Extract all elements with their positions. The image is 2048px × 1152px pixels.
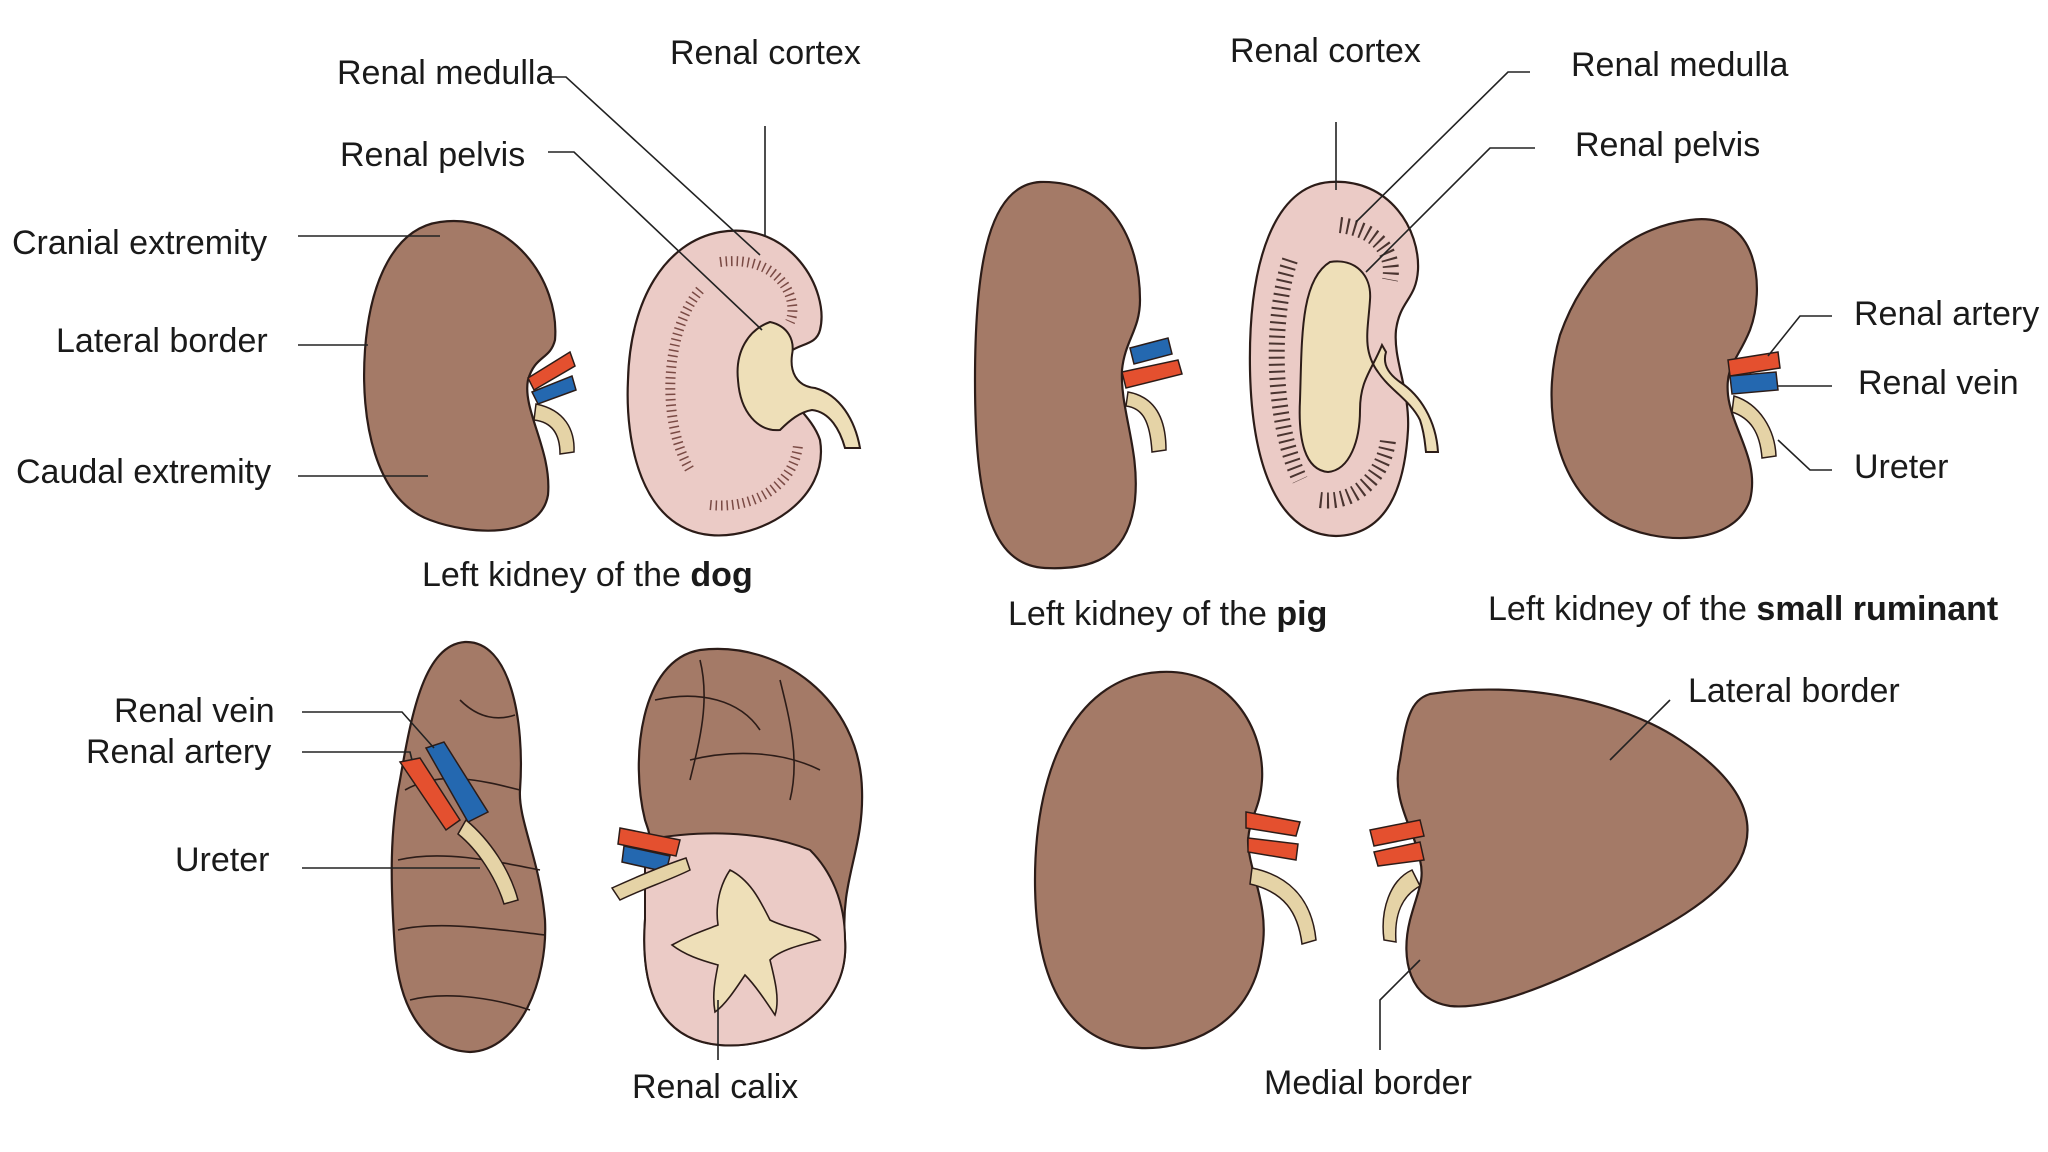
dog-label-renal-cortex: Renal cortex [670, 34, 861, 72]
dog-caption-prefix: Left kidney of the [422, 556, 690, 594]
ox-ureter [457, 818, 519, 905]
pig-label-renal-pelvis: Renal pelvis [1575, 126, 1760, 164]
dog-kidney-exterior [363, 219, 577, 532]
horse-right-kidney-body [1396, 688, 1749, 1008]
pig-label-renal-medulla: Renal medulla [1571, 46, 1788, 84]
dog-label-cranial-extremity: Cranial extremity [12, 224, 267, 262]
ox-kidney-exterior [390, 640, 547, 1054]
ox-kidney-body-exterior [390, 640, 547, 1054]
ox-renal-calices [670, 868, 822, 1017]
pig-renal-vein [1129, 337, 1173, 365]
pig-ureter [1125, 391, 1167, 453]
horse-left-kidney-body [1033, 670, 1265, 1050]
ox-section-artery [617, 827, 681, 857]
small-ruminant-label-renal-artery: Renal artery [1854, 295, 2039, 333]
pig-kidney-body [973, 180, 1142, 570]
horse-right-renal-vessels [1369, 819, 1425, 867]
pig-kidney-section [1248, 180, 1440, 538]
horse-left-kidney [1033, 670, 1317, 1050]
pig-caption-species: pig [1276, 595, 1327, 633]
small-ruminant-renal-vein [1729, 371, 1779, 395]
dog-medulla-stripes [665, 256, 803, 511]
pig-renal-pelvis [1298, 260, 1440, 474]
dog-label-renal-pelvis: Renal pelvis [340, 136, 525, 174]
ox-label-renal-vein: Renal vein [114, 692, 275, 730]
small-ruminant-ureter [1731, 395, 1777, 459]
small-ruminant-artery-leader [1767, 315, 1832, 357]
dog-pelvis-leader [548, 151, 763, 331]
horse-left-renal-vessels [1245, 811, 1301, 861]
horse-label-medial-border: Medial border [1264, 1064, 1472, 1102]
ox-vein-leader [302, 711, 435, 749]
small-ruminant-label-renal-vein: Renal vein [1858, 364, 2019, 402]
dog-kidney-body [363, 219, 557, 532]
ox-lobe-lines [654, 659, 821, 801]
small-ruminant-kidney [1550, 218, 1781, 540]
dog-kidney-section [626, 229, 862, 537]
dog-label-caudal-extremity: Caudal extremity [16, 453, 271, 491]
pig-pelvis-leader [1365, 147, 1535, 273]
dog-renal-vein [530, 374, 577, 405]
dog-label-lateral-border: Lateral border [56, 322, 268, 360]
dog-caption-species: dog [690, 556, 752, 594]
pig-caption-prefix: Left kidney of the [1008, 595, 1276, 633]
ox-label-ureter: Ureter [175, 841, 269, 879]
dog-medulla-leader [548, 76, 761, 256]
ox-kidney-section [610, 647, 864, 1047]
pig-medulla-leader [1355, 71, 1530, 223]
horse-medial-leader [1379, 959, 1421, 1050]
pig-renal-artery [1121, 359, 1183, 389]
ox-section-ureter [610, 857, 691, 901]
dog-cortex [626, 229, 823, 537]
horse-right-ureter [1382, 869, 1421, 943]
small-ruminant-kidney-body [1550, 218, 1759, 540]
ox-renal-artery [398, 757, 462, 832]
small-ruminant-caption-prefix: Left kidney of the [1488, 590, 1756, 628]
ox-label-renal-artery: Renal artery [86, 733, 271, 771]
small-ruminant-ureter-leader [1777, 439, 1832, 471]
dog-renal-pelvis [736, 320, 862, 449]
horse-right-kidney [1369, 688, 1749, 1008]
small-ruminant-label-ureter: Ureter [1854, 448, 1948, 486]
ox-label-renal-calix: Renal calix [632, 1068, 798, 1106]
ox-artery-leader [302, 751, 413, 761]
pig-kidney-exterior [973, 180, 1183, 570]
ox-renal-vein [424, 741, 490, 823]
dog-caption: Left kidney of the dog [422, 556, 753, 594]
horse-left-ureter [1249, 867, 1317, 945]
pig-label-renal-cortex: Renal cortex [1230, 32, 1421, 70]
horse-lateral-leader [1609, 699, 1671, 761]
pig-caption: Left kidney of the pig [1008, 595, 1327, 633]
small-ruminant-renal-artery [1727, 351, 1781, 377]
horse-label-lateral-border: Lateral border [1688, 672, 1900, 710]
dog-renal-artery [527, 350, 576, 392]
small-ruminant-caption-species: small ruminant [1756, 590, 1998, 628]
dog-label-renal-medulla: Renal medulla [337, 54, 554, 92]
dog-ureter [533, 403, 575, 455]
pig-medulla-pyramids [1268, 217, 1399, 509]
small-ruminant-caption: Left kidney of the small ruminant [1488, 590, 1998, 628]
